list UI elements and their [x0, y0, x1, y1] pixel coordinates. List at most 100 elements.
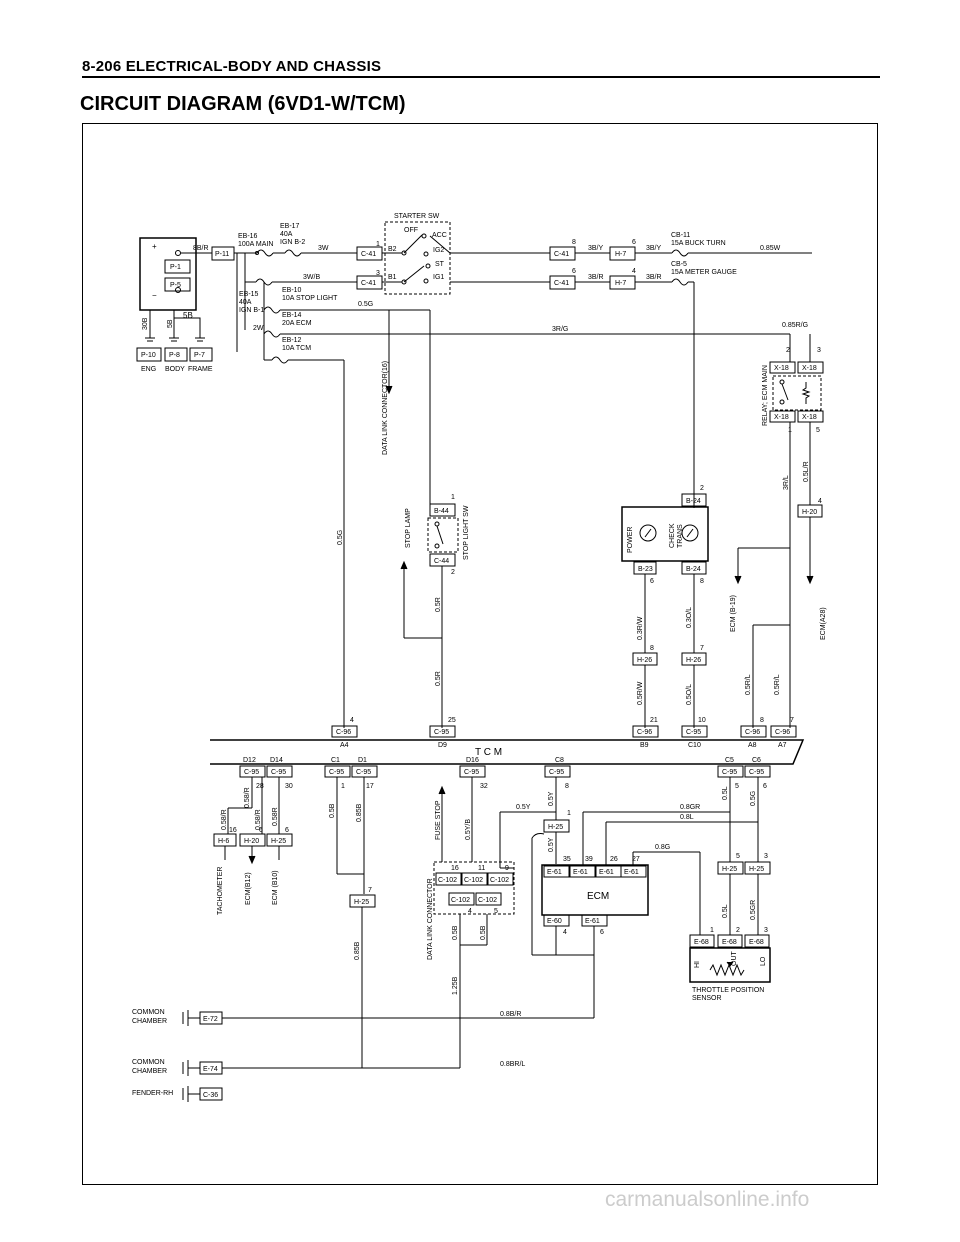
svg-text:A8: A8: [748, 742, 757, 749]
svg-text:STOP LAMP: STOP LAMP: [405, 508, 412, 548]
svg-text:B9: B9: [640, 742, 649, 749]
svg-text:C-95: C-95: [434, 729, 449, 736]
svg-text:IG2: IG2: [433, 247, 444, 254]
svg-text:3: 3: [376, 270, 380, 277]
lower-left-circuits: 0.58/R 0.58/R 0.58/R 0.58R 16 6 6 H-6 H-…: [213, 777, 376, 1068]
svg-text:0.5B: 0.5B: [480, 925, 487, 940]
svg-text:3W: 3W: [318, 245, 329, 252]
svg-text:STARTER SW: STARTER SW: [394, 213, 440, 220]
svg-text:3: 3: [764, 853, 768, 860]
svg-text:0.5Y: 0.5Y: [516, 804, 531, 811]
svg-text:ECM (B10): ECM (B10): [272, 870, 279, 905]
svg-text:CB-5: CB-5: [671, 261, 687, 268]
svg-text:C-95: C-95: [356, 769, 371, 776]
svg-text:2: 2: [451, 569, 455, 576]
svg-text:OFF: OFF: [404, 227, 418, 234]
svg-text:10A TCM: 10A TCM: [282, 345, 311, 352]
svg-text:C-96: C-96: [775, 729, 790, 736]
svg-text:0.58/R: 0.58/R: [255, 809, 262, 830]
svg-text:3: 3: [764, 927, 768, 934]
header-divider: [82, 76, 880, 78]
svg-text:C-95: C-95: [549, 769, 564, 776]
battery: + − P-1 P-5 8B/R 30B 5B 5B P-10 P-8 P-7 …: [136, 237, 213, 373]
svg-text:C1: C1: [331, 757, 340, 764]
svg-text:C6: C6: [752, 757, 761, 764]
svg-text:EB-14: EB-14: [282, 312, 302, 319]
svg-text:ENG: ENG: [141, 366, 156, 373]
svg-text:3W/B: 3W/B: [303, 274, 320, 281]
svg-text:0.5L: 0.5L: [722, 786, 729, 800]
svg-text:4: 4: [632, 268, 636, 275]
svg-text:E-61: E-61: [585, 918, 600, 925]
svg-text:0.5G: 0.5G: [358, 301, 373, 308]
svg-text:0.5G: 0.5G: [337, 530, 344, 545]
chassis-grounds: COMMON CHAMBER E-72 COMMON CHAMBER E-74 …: [132, 1009, 230, 1102]
svg-text:C-95: C-95: [329, 769, 344, 776]
svg-text:ECM(B12): ECM(B12): [245, 872, 252, 905]
svg-text:E-68: E-68: [722, 939, 737, 946]
svg-text:ECM (B-19): ECM (B-19): [730, 595, 737, 632]
svg-text:H-7: H-7: [615, 251, 626, 258]
svg-text:DATA LINK CONNECTOR(16): DATA LINK CONNECTOR(16): [382, 361, 389, 455]
svg-text:E-68: E-68: [694, 939, 709, 946]
svg-text:H-7: H-7: [615, 280, 626, 287]
svg-text:0.5B: 0.5B: [452, 925, 459, 940]
svg-text:6: 6: [763, 783, 767, 790]
svg-text:H-25: H-25: [749, 866, 764, 873]
svg-text:4: 4: [350, 717, 354, 724]
svg-text:28: 28: [256, 783, 264, 790]
svg-text:8: 8: [760, 717, 764, 724]
svg-text:0.5R/W: 0.5R/W: [637, 681, 644, 705]
svg-text:ST: ST: [435, 261, 445, 268]
svg-text:DATA LINK CONNECTOR: DATA LINK CONNECTOR: [427, 878, 434, 960]
svg-text:1.25B: 1.25B: [452, 976, 459, 995]
svg-text:3B/R: 3B/R: [588, 274, 604, 281]
svg-text:30: 30: [285, 783, 293, 790]
svg-text:C-36: C-36: [203, 1092, 218, 1099]
svg-text:C-96: C-96: [336, 729, 351, 736]
svg-text:27: 27: [632, 856, 640, 863]
svg-text:E-72: E-72: [203, 1016, 218, 1023]
svg-text:BODY: BODY: [165, 366, 185, 373]
svg-text:P-7: P-7: [194, 352, 205, 359]
svg-text:C-95: C-95: [271, 769, 286, 776]
svg-text:0.58R: 0.58R: [272, 807, 279, 826]
svg-text:0.58/R: 0.58/R: [221, 809, 228, 830]
svg-text:0.5R/L: 0.5R/L: [745, 674, 752, 695]
svg-text:2W: 2W: [253, 325, 264, 332]
page-header: 8-206 ELECTRICAL-BODY AND CHASSIS: [82, 58, 382, 75]
svg-text:4: 4: [563, 929, 567, 936]
svg-text:0.8L: 0.8L: [680, 814, 694, 821]
data-link-bottom: FUSE STOP 0.5Y/B 16 11 9 C-102 C-102 C-1…: [427, 777, 556, 1068]
svg-text:7: 7: [368, 887, 372, 894]
svg-text:C-41: C-41: [361, 280, 376, 287]
svg-text:0.8G: 0.8G: [655, 844, 670, 851]
svg-text:35: 35: [563, 856, 571, 863]
svg-text:C-41: C-41: [554, 251, 569, 258]
svg-text:C-102: C-102: [478, 897, 497, 904]
svg-text:P-5: P-5: [170, 282, 181, 289]
svg-text:8: 8: [572, 239, 576, 246]
svg-text:26: 26: [610, 856, 618, 863]
svg-text:−: −: [152, 291, 157, 300]
svg-text:10: 10: [698, 717, 706, 724]
svg-text:+: +: [152, 242, 157, 251]
svg-text:C-41: C-41: [554, 280, 569, 287]
svg-text:X-18: X-18: [802, 414, 817, 421]
svg-text:1: 1: [710, 927, 714, 934]
svg-text:15A BUCK TURN: 15A BUCK TURN: [671, 240, 726, 247]
right-top-circuit: C-41 C-41 8 6 3B/Y 3B/R H-7 H-7 6 4 3B/Y…: [549, 232, 812, 508]
svg-text:2: 2: [736, 927, 740, 934]
svg-text:30B: 30B: [142, 317, 149, 330]
svg-text:3B/Y: 3B/Y: [646, 245, 662, 252]
svg-text:5: 5: [736, 853, 740, 860]
svg-text:H-26: H-26: [686, 657, 701, 664]
svg-text:C-41: C-41: [361, 251, 376, 258]
svg-text:P-10: P-10: [141, 352, 156, 359]
svg-text:7: 7: [700, 645, 704, 652]
svg-text:FRAME: FRAME: [188, 366, 213, 373]
svg-text:CB-11: CB-11: [671, 232, 690, 239]
svg-text:STOP LIGHT SW: STOP LIGHT SW: [463, 505, 470, 560]
svg-text:HI: HI: [694, 961, 701, 968]
svg-text:20A ECM: 20A ECM: [282, 320, 312, 327]
